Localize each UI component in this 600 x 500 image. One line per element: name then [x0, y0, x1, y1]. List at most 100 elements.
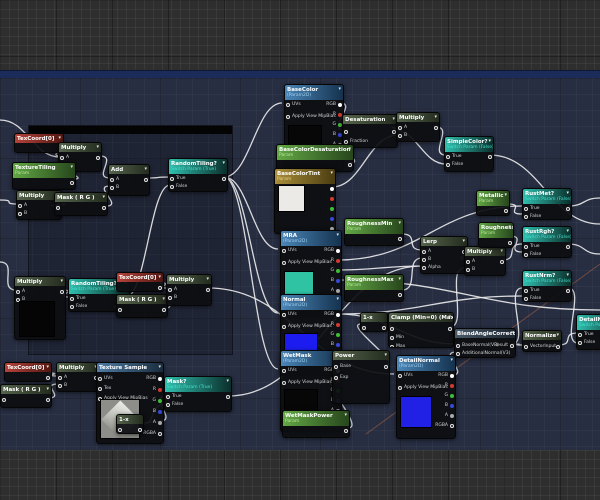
pin-alpha[interactable]: Alpha [422, 264, 441, 271]
pin-false[interactable]: False [524, 251, 541, 257]
true-pin-icon[interactable] [524, 244, 528, 249]
pin-in[interactable] [118, 306, 122, 313]
pin-r[interactable]: R [153, 386, 162, 393]
a-pin-icon[interactable] [110, 177, 114, 182]
pin-max[interactable]: Max [390, 343, 405, 347]
header-collapse-icon[interactable]: ▾ [434, 114, 437, 120]
a-pin-icon[interactable] [450, 413, 454, 418]
additionalnormal-v3-pin-icon[interactable] [456, 351, 460, 356]
pin-uvs[interactable]: UVs [286, 101, 301, 108]
pin-rgb[interactable]: RGB [324, 311, 340, 318]
node-oneminus-c[interactable]: 1-x [116, 414, 144, 434]
pin-true[interactable]: True [170, 175, 186, 182]
node-mask-a[interactable]: Mask ( R G )▾ [54, 192, 108, 216]
in-pin-icon[interactable] [362, 325, 366, 330]
rgb-pin-icon[interactable] [336, 248, 340, 253]
node-oneminus-d[interactable]: 1-x [360, 312, 388, 332]
pin-out[interactable] [504, 207, 508, 214]
true-pin-icon[interactable] [524, 206, 528, 211]
pin-additionalnormal-v3[interactable]: AdditionalNormal(V3) [456, 350, 510, 357]
header-collapse-icon[interactable]: ▾ [144, 166, 147, 172]
pin-out[interactable] [448, 325, 452, 332]
a-pin-icon[interactable] [18, 203, 22, 208]
pin-exp[interactable]: Exp [334, 374, 348, 381]
out-pin-icon[interactable] [398, 236, 402, 241]
pin-a[interactable]: A [58, 374, 67, 381]
pin-g[interactable]: G [333, 121, 342, 128]
a-pin-icon[interactable] [16, 289, 20, 294]
pin-in[interactable] [362, 324, 366, 331]
pin-b[interactable]: B [398, 132, 407, 139]
pin-min[interactable]: Min [390, 334, 404, 341]
b-pin-icon[interactable] [110, 185, 114, 190]
false-pin-icon[interactable] [524, 214, 528, 219]
out-pin-icon[interactable] [344, 428, 348, 433]
pin-in[interactable] [118, 426, 122, 433]
pin-rgb[interactable]: RGB [326, 101, 342, 108]
out-pin-icon[interactable] [500, 259, 504, 264]
out-pin-icon[interactable] [330, 216, 334, 221]
pin-rgb[interactable]: RGB [146, 375, 162, 382]
r-pin-icon[interactable] [336, 258, 340, 263]
pin-a[interactable]: A [60, 154, 69, 161]
pin-a[interactable]: A [153, 419, 162, 426]
pin-out[interactable] [508, 239, 512, 246]
pin-out[interactable] [348, 161, 352, 168]
pin-rgb[interactable]: RGB [324, 247, 340, 254]
pin-b[interactable]: B [168, 294, 177, 301]
out-pin-icon[interactable] [162, 307, 166, 312]
pin-out[interactable] [206, 286, 210, 293]
false-pin-icon[interactable] [446, 162, 450, 167]
out-pin-icon[interactable] [330, 186, 334, 191]
pin-r[interactable]: R [445, 382, 454, 389]
pin-r[interactable]: R [331, 321, 340, 328]
b-pin-icon[interactable] [450, 403, 454, 408]
pin-true[interactable]: True [578, 331, 594, 338]
pin-out[interactable] [566, 205, 570, 212]
pin-out[interactable] [566, 287, 570, 294]
pin-true[interactable]: True [70, 295, 86, 302]
a-pin-icon[interactable] [58, 375, 62, 380]
header-collapse-icon[interactable]: ▾ [510, 330, 513, 336]
in-pin-icon[interactable] [2, 397, 6, 402]
pin-a[interactable]: A [16, 288, 25, 295]
a-pin-icon[interactable] [158, 420, 162, 425]
out-pin-icon[interactable] [504, 208, 508, 213]
in-pin-icon[interactable] [344, 129, 348, 134]
pin-out[interactable] [488, 153, 492, 160]
pin-b[interactable]: B [331, 277, 340, 284]
pin-true[interactable]: True [446, 153, 462, 160]
pin-out[interactable] [344, 427, 348, 434]
out-pin-icon[interactable] [158, 285, 162, 290]
out-pin-icon[interactable] [222, 176, 226, 181]
pin-b[interactable]: B [58, 382, 67, 389]
pin-g[interactable]: G [331, 331, 340, 338]
pin-out[interactable] [330, 205, 334, 212]
rgb-pin-icon[interactable] [338, 102, 342, 107]
pin-apply-view-mipbias[interactable]: Apply View MipBias [282, 259, 332, 266]
uvs-pin-icon[interactable] [398, 373, 402, 378]
pin-apply-view-mipbias[interactable]: Apply View MipBias [398, 384, 448, 391]
b-pin-icon[interactable] [18, 211, 22, 216]
b-pin-icon[interactable] [336, 278, 340, 283]
header-collapse-icon[interactable]: ▾ [158, 274, 161, 280]
apply-view-mipbias-pin-icon[interactable] [282, 380, 286, 385]
pin-out[interactable] [330, 195, 334, 202]
pin-uvs[interactable]: UVs [398, 372, 413, 379]
pin-b[interactable]: B [445, 402, 454, 409]
header-collapse-icon[interactable]: ▾ [348, 146, 351, 152]
header-collapse-icon[interactable]: ▾ [336, 232, 339, 238]
pin-apply-view-mipbias[interactable]: Apply View MipBias [282, 323, 332, 330]
b-pin-icon[interactable] [158, 409, 162, 414]
true-pin-icon[interactable] [524, 288, 528, 293]
pin-tex[interactable]: Tex [98, 385, 111, 392]
header-collapse-icon[interactable]: ▾ [226, 378, 229, 384]
a-pin-icon[interactable] [336, 288, 340, 293]
header-collapse-icon[interactable]: ▾ [96, 144, 99, 150]
